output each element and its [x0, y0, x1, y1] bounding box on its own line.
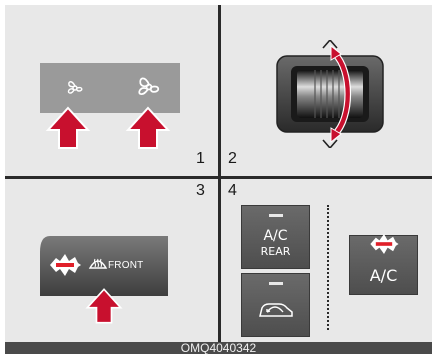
ac-rear-label-line1: A/C [263, 228, 288, 244]
indicator-off [269, 214, 283, 217]
quadrant-number-1: 1 [196, 150, 205, 167]
front-defrost-button[interactable]: FRONT [40, 236, 168, 296]
ac-rear-button[interactable]: A/C REAR [241, 205, 310, 269]
ac-rear-label-line2: REAR [260, 245, 291, 258]
ac-label: A/C [369, 266, 398, 285]
fan-low-icon [67, 81, 83, 94]
figure-code: OMQ4040342 [180, 341, 257, 355]
air-recirculation-icon [259, 303, 293, 317]
quadrant-number-4: 4 [228, 182, 237, 199]
red-arrow-icon [85, 288, 123, 324]
caption-bar: OMQ4040342 [5, 341, 432, 355]
indicator-lit-icon [50, 254, 81, 276]
divider-dotted [327, 205, 329, 330]
front-defrost-icon [88, 258, 108, 269]
divider-horizontal [5, 176, 432, 179]
red-arrow-icon [125, 106, 171, 149]
red-arrow-icon [45, 106, 91, 149]
recirculation-button[interactable] [241, 273, 310, 337]
indicator-lit-icon [370, 234, 399, 254]
divider-vertical [218, 5, 221, 344]
front-defrost-label: FRONT [108, 260, 144, 271]
ac-button[interactable]: A/C [349, 234, 418, 295]
rotary-knob-icon [276, 40, 384, 148]
indicator-off [269, 282, 283, 285]
fan-speed-panel [40, 63, 180, 113]
quadrant-number-3: 3 [196, 182, 205, 199]
quadrant-number-2: 2 [228, 150, 237, 167]
fan-high-icon [138, 77, 160, 95]
